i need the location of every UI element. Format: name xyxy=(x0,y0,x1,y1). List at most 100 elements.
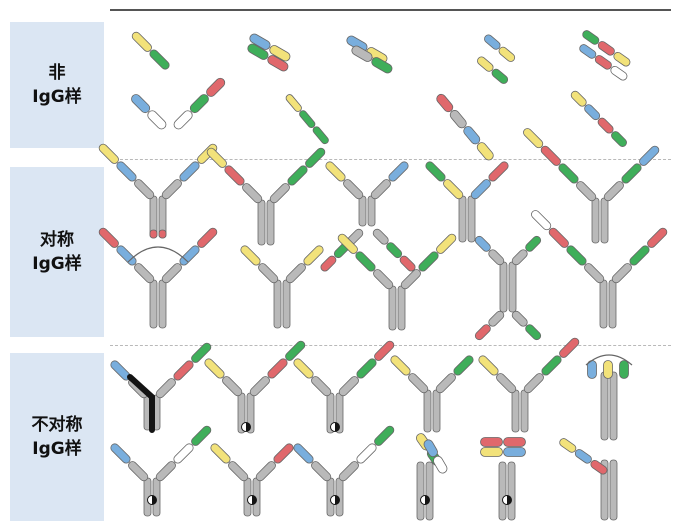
domain-G xyxy=(247,43,269,60)
domain-Y xyxy=(285,94,302,112)
domain-Y xyxy=(559,438,577,453)
igg-sym-8 xyxy=(337,233,457,331)
domain-S xyxy=(311,461,332,482)
domain-W xyxy=(433,455,448,474)
igg-asym-4 xyxy=(390,355,474,433)
domain-G xyxy=(374,425,395,446)
domain-G xyxy=(558,163,579,184)
domain-Y xyxy=(477,56,494,72)
domain-G xyxy=(611,131,627,147)
domain-W xyxy=(147,110,167,130)
domain-S xyxy=(400,269,421,290)
domain-S xyxy=(338,461,359,482)
fc-chain xyxy=(432,389,441,433)
domain-B xyxy=(470,179,491,200)
domain-S xyxy=(511,249,528,266)
domain-S xyxy=(128,461,149,482)
domain-G xyxy=(386,242,403,259)
fc-chain xyxy=(600,197,609,244)
fc-chain xyxy=(609,459,618,521)
domain-G xyxy=(287,165,308,186)
domain-W xyxy=(610,65,628,81)
domain-R xyxy=(267,358,288,379)
domain-S xyxy=(161,263,182,284)
igg-sym-1 xyxy=(98,143,218,239)
domain-B xyxy=(484,34,501,50)
igg-asym-6 xyxy=(585,354,633,441)
domain-G xyxy=(582,30,600,45)
fragment-dart xyxy=(346,35,393,74)
black-chain xyxy=(127,374,155,433)
domain-Y xyxy=(303,245,324,266)
fc-chain xyxy=(520,389,529,433)
domain-G xyxy=(566,245,587,266)
domain-S xyxy=(372,228,389,245)
domain-B xyxy=(293,443,314,464)
domain-S xyxy=(242,183,263,204)
domain-R xyxy=(206,77,226,97)
fragment-triple xyxy=(579,30,631,81)
domain-G xyxy=(371,57,393,74)
domain-R xyxy=(98,227,119,248)
domain-S xyxy=(155,461,176,482)
knob-hole-marker xyxy=(335,422,340,432)
fragment-stacked xyxy=(436,93,494,161)
domain-G xyxy=(299,110,316,129)
fragment-tandem xyxy=(477,34,516,84)
fc-chain xyxy=(458,195,467,243)
knob-hole-marker xyxy=(335,495,340,505)
knob-hole-marker xyxy=(252,495,257,505)
domain-S xyxy=(228,461,249,482)
domain-Y xyxy=(436,233,457,254)
domain-G xyxy=(189,94,209,114)
domain-S xyxy=(523,373,544,394)
domain-Y xyxy=(523,128,544,149)
fc-chain xyxy=(600,459,609,521)
domain-S xyxy=(269,183,290,204)
igg-asym-11 xyxy=(480,437,526,521)
domain-R xyxy=(436,93,454,113)
domain-Y xyxy=(478,355,499,376)
domain-W xyxy=(173,443,194,464)
fc-chain xyxy=(423,389,432,433)
igg-asym-7 xyxy=(110,425,212,517)
domain-G xyxy=(355,251,376,272)
domain-R xyxy=(488,161,509,182)
domain-Y xyxy=(293,358,314,379)
domain-G xyxy=(305,147,326,168)
fc-chain xyxy=(508,261,517,313)
domain-R xyxy=(173,360,194,381)
domain-R xyxy=(197,227,218,248)
fragment-chain xyxy=(570,90,627,147)
row-label-line: 非 xyxy=(48,63,66,83)
domain-S xyxy=(373,269,394,290)
domain-S xyxy=(155,378,176,399)
fc-chain xyxy=(273,279,282,329)
domain-B xyxy=(388,161,409,182)
domain-B xyxy=(131,94,151,114)
domain-B xyxy=(574,449,592,464)
domain-S xyxy=(611,263,632,284)
igg-sym-3 xyxy=(325,161,409,227)
domain-R xyxy=(374,340,395,361)
domain-S xyxy=(351,45,373,62)
domain-S xyxy=(603,181,624,202)
fc-chain xyxy=(397,285,406,331)
domain-B xyxy=(179,245,200,266)
knob-hole-marker xyxy=(246,422,251,432)
domain-R xyxy=(503,437,526,447)
fc-chain xyxy=(609,371,618,441)
domain-Y xyxy=(131,31,152,52)
fc-tag xyxy=(158,229,167,239)
domain-Y xyxy=(570,90,587,107)
igg-sym-6 xyxy=(98,227,218,329)
domain-R xyxy=(590,459,608,475)
domain-R xyxy=(548,227,569,248)
domain-W xyxy=(356,443,377,464)
igg-asym-5 xyxy=(478,337,580,433)
igg-sym-4 xyxy=(425,161,509,243)
fc-chain xyxy=(367,195,376,227)
domain-Y xyxy=(390,355,411,376)
domain-G xyxy=(525,324,542,341)
domain-G xyxy=(312,126,329,145)
